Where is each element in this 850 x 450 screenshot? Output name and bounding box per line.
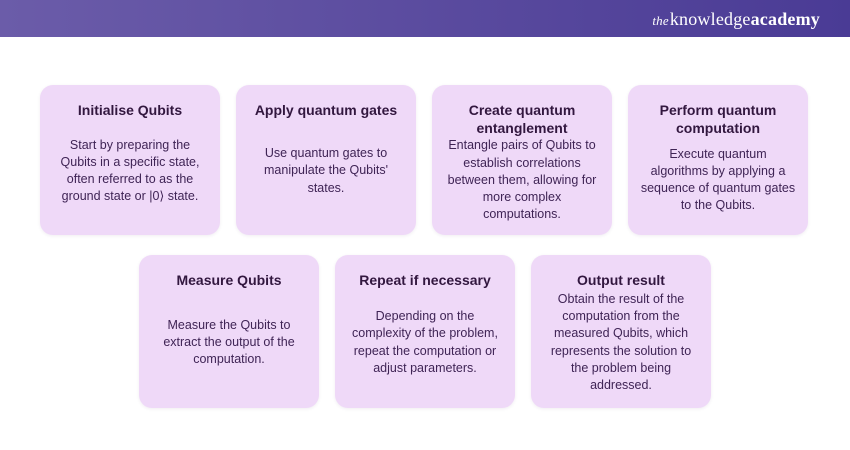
brand-logo: theknowledgeacademy bbox=[652, 10, 820, 28]
card-body: Depending on the complexity of the probl… bbox=[352, 309, 498, 375]
card-apply-quantum-gates: Apply quantum gates Use quantum gates to… bbox=[236, 85, 416, 235]
card-title: Create quantum entanglement bbox=[468, 102, 576, 137]
step-cards-row-2: Measure Qubits Measure the Qubits to ext… bbox=[139, 255, 711, 408]
card-initialise-qubits: Initialise Qubits Start by preparing the… bbox=[40, 85, 220, 235]
card-body-wrap: Start by preparing the Qubits in a speci… bbox=[49, 119, 211, 223]
header-bar: theknowledgeacademy bbox=[0, 0, 850, 37]
card-body: Execute quantum algorithms by applying a… bbox=[640, 146, 796, 213]
step-cards-row-1: Initialise Qubits Start by preparing the… bbox=[40, 85, 808, 235]
card-body-wrap: Measure the Qubits to extract the output… bbox=[148, 289, 310, 396]
card-title: Perform quantum computation bbox=[659, 102, 777, 137]
card-body-wrap: Obtain the result of the computation fro… bbox=[540, 289, 702, 396]
card-body-wrap: Depending on the complexity of the probl… bbox=[344, 289, 506, 396]
brand-logo-academy: academy bbox=[750, 8, 820, 29]
card-create-quantum-entanglement: Create quantum entanglement Entangle pai… bbox=[432, 85, 612, 235]
card-body: Entangle pairs of Qubits to establish co… bbox=[447, 138, 597, 222]
card-body: Measure the Qubits to extract the output… bbox=[163, 317, 295, 367]
card-body: Start by preparing the Qubits in a speci… bbox=[60, 137, 200, 204]
brand-logo-knowledge: knowledge bbox=[669, 8, 751, 29]
card-title: Measure Qubits bbox=[176, 272, 282, 288]
card-measure-qubits: Measure Qubits Measure the Qubits to ext… bbox=[139, 255, 319, 408]
card-perform-quantum-computation: Perform quantum computation Execute quan… bbox=[628, 85, 808, 235]
card-body-wrap: Execute quantum algorithms by applying a… bbox=[637, 137, 799, 223]
card-output-result: Output result Obtain the result of the c… bbox=[531, 255, 711, 408]
card-body-wrap: Entangle pairs of Qubits to establish co… bbox=[441, 137, 603, 223]
card-title: Output result bbox=[577, 272, 665, 288]
card-repeat-if-necessary: Repeat if necessary Depending on the com… bbox=[335, 255, 515, 408]
card-title: Initialise Qubits bbox=[77, 102, 183, 118]
card-title: Apply quantum gates bbox=[254, 102, 398, 118]
brand-logo-the: the bbox=[652, 12, 669, 28]
card-body: Obtain the result of the computation fro… bbox=[550, 291, 692, 393]
card-title: Repeat if necessary bbox=[359, 272, 491, 288]
card-body: Use quantum gates to manipulate the Qubi… bbox=[264, 146, 388, 195]
card-body-wrap: Use quantum gates to manipulate the Qubi… bbox=[245, 119, 407, 223]
